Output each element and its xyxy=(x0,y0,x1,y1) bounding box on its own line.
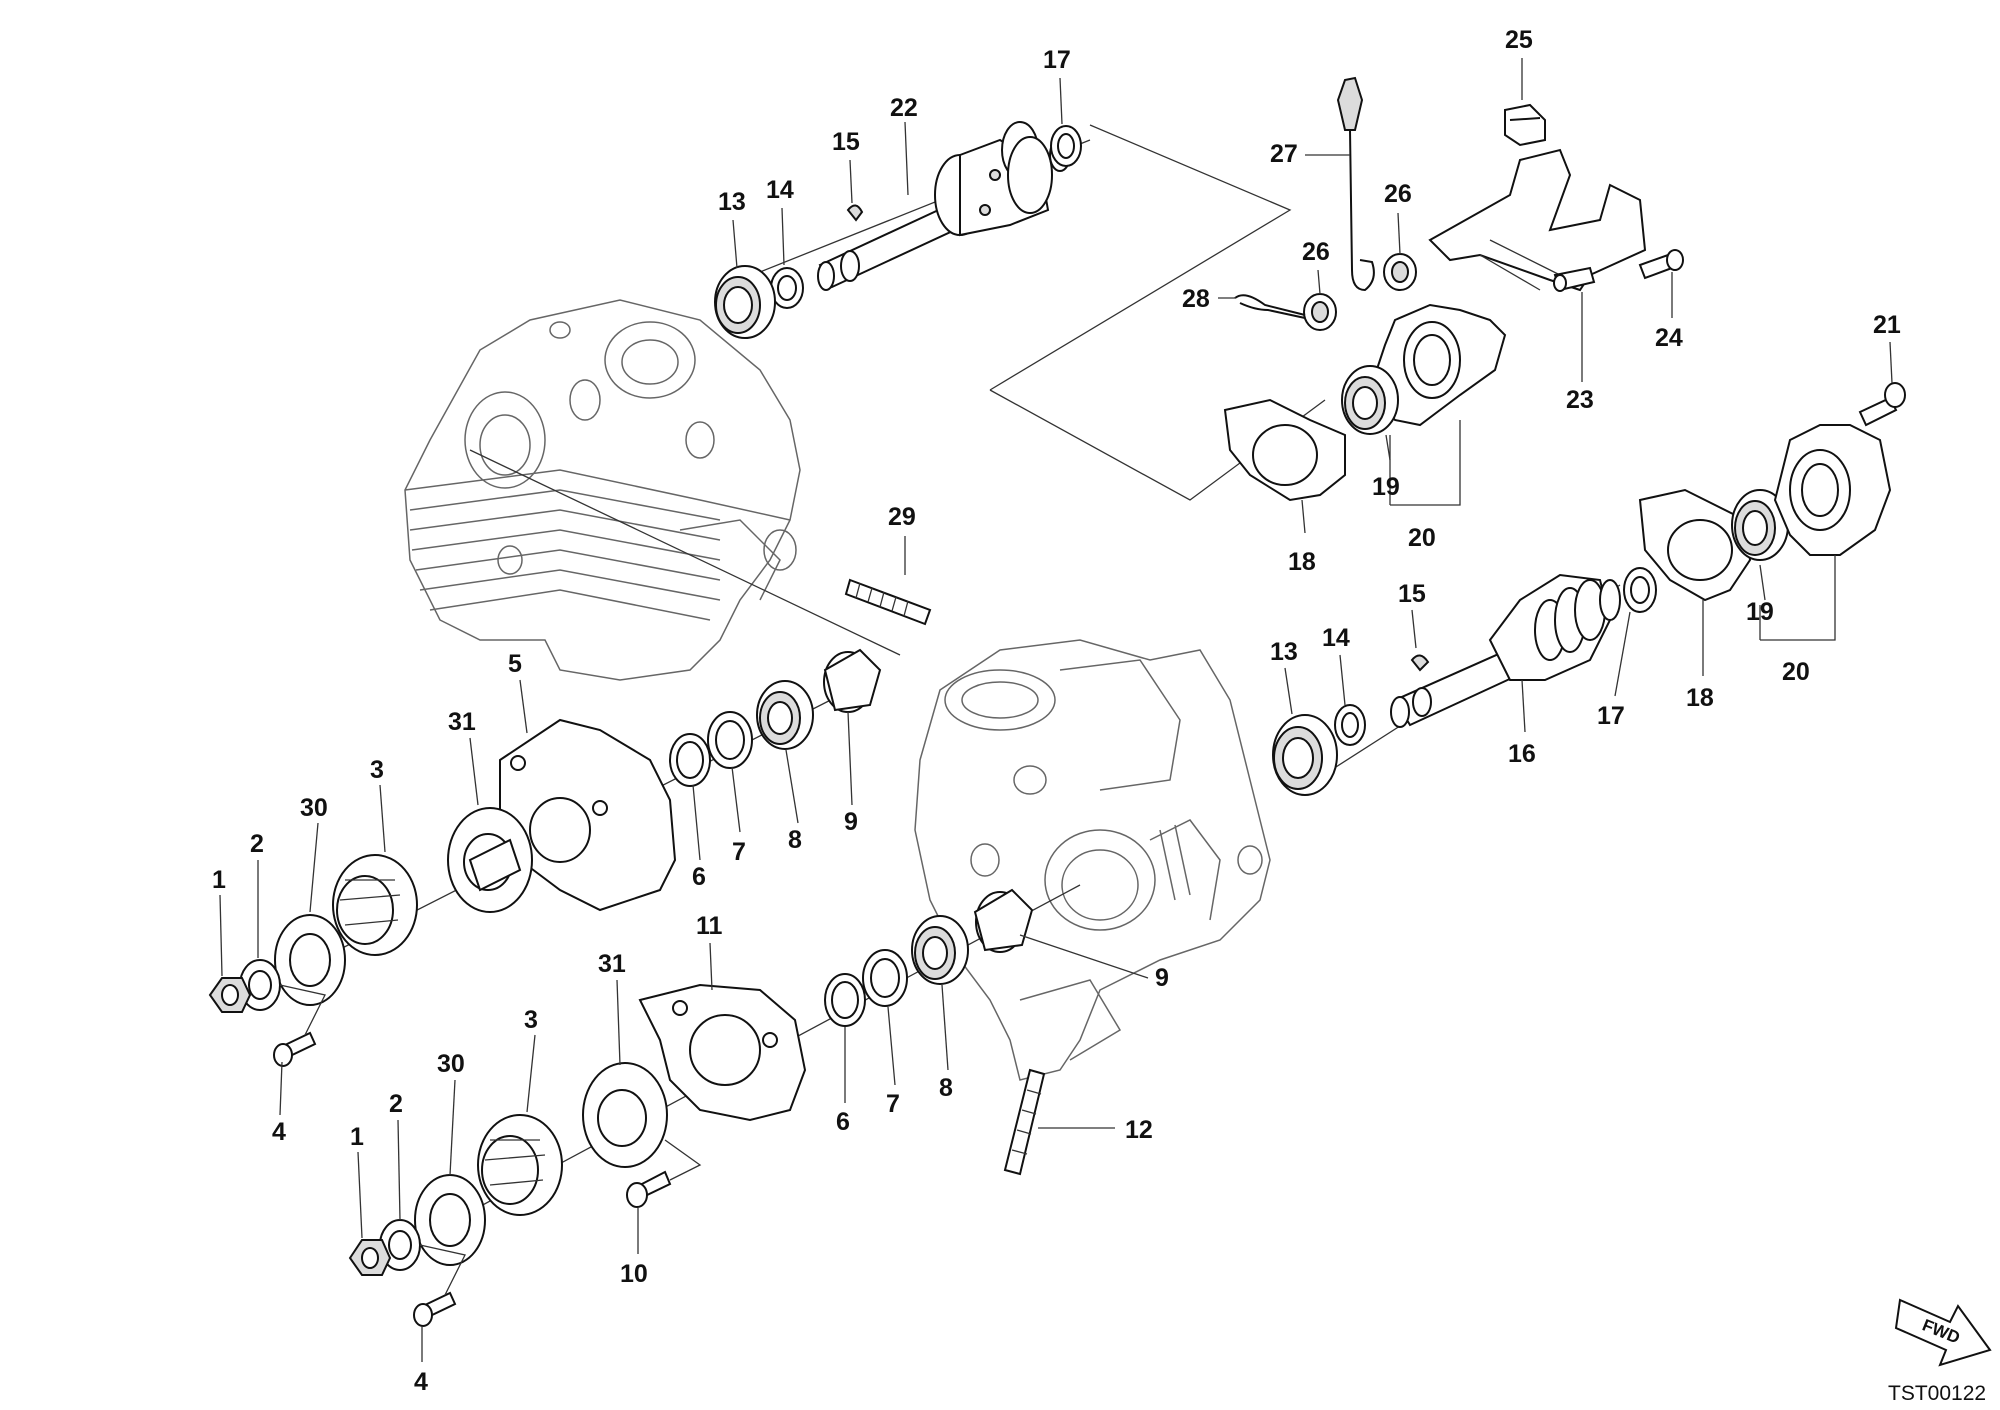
middle-camshaft-assembly xyxy=(1272,382,1906,796)
callout-1-upper: 1 xyxy=(212,866,226,894)
callout-14-top: 14 xyxy=(766,176,794,204)
callout-6-upper: 6 xyxy=(692,863,706,891)
top-camshaft-assembly xyxy=(714,121,1091,339)
callout-labels: 17 22 15 14 13 25 27 26 26 28 24 23 21 1… xyxy=(212,26,1901,1396)
callout-9-upper: 9 xyxy=(844,808,858,836)
callout-15-top: 15 xyxy=(832,128,860,156)
callout-9-lower: 9 xyxy=(1155,964,1169,992)
callout-6-lower: 6 xyxy=(836,1108,850,1136)
callout-15-mid: 15 xyxy=(1398,580,1426,608)
callout-16: 16 xyxy=(1508,740,1536,768)
callout-10: 10 xyxy=(620,1260,648,1288)
callout-3-lower: 3 xyxy=(524,1006,538,1034)
callout-22: 22 xyxy=(890,94,918,122)
callout-12: 12 xyxy=(1125,1116,1153,1144)
stud-29-illustration xyxy=(844,578,932,626)
callout-13-top: 13 xyxy=(718,188,746,216)
callout-11: 11 xyxy=(696,912,723,940)
callout-29: 29 xyxy=(888,503,916,531)
callout-24: 24 xyxy=(1655,324,1683,352)
fwd-arrow: FWD xyxy=(1894,1298,1992,1367)
callout-5: 5 xyxy=(508,650,522,678)
callout-19-mid: 19 xyxy=(1746,598,1774,626)
callout-25: 25 xyxy=(1505,26,1533,54)
callout-26-b: 26 xyxy=(1302,238,1330,266)
callout-2-lower: 2 xyxy=(389,1090,403,1118)
callout-2-upper: 2 xyxy=(250,830,264,858)
callout-3-upper: 3 xyxy=(370,756,384,784)
crankcase-illustration xyxy=(914,639,1271,1081)
callout-8-upper: 8 xyxy=(788,826,802,854)
callout-18-mid: 18 xyxy=(1686,684,1714,712)
callout-18-top: 18 xyxy=(1288,548,1316,576)
callout-30-upper: 30 xyxy=(300,794,328,822)
callout-14-mid: 14 xyxy=(1322,624,1350,652)
cylinder-head-illustration xyxy=(404,299,801,681)
upper-drive-assembly xyxy=(208,449,901,1067)
callout-23: 23 xyxy=(1566,386,1594,414)
callout-4-upper: 4 xyxy=(272,1118,286,1146)
callout-27: 27 xyxy=(1270,140,1298,168)
callout-13-mid: 13 xyxy=(1270,638,1298,666)
callout-1-lower: 1 xyxy=(350,1123,364,1151)
callout-31-lower: 31 xyxy=(598,950,626,978)
leader-lines xyxy=(219,58,1893,1362)
callout-20-mid: 20 xyxy=(1782,658,1810,686)
callout-28: 28 xyxy=(1182,285,1210,313)
callout-17-top: 17 xyxy=(1043,46,1071,74)
callout-31-upper: 31 xyxy=(448,708,476,736)
document-id: TST00122 xyxy=(1888,1382,1986,1405)
callout-17-mid: 17 xyxy=(1597,702,1625,730)
callout-30-lower: 30 xyxy=(437,1050,465,1078)
callout-7-upper: 7 xyxy=(732,838,746,866)
callout-8-lower: 8 xyxy=(939,1074,953,1102)
callout-4-lower: 4 xyxy=(414,1368,428,1396)
lower-drive-assembly xyxy=(348,884,1081,1327)
callout-20-top: 20 xyxy=(1408,524,1436,552)
callout-21: 21 xyxy=(1873,311,1901,339)
callout-26-a: 26 xyxy=(1384,180,1412,208)
tacho-drive-assembly xyxy=(989,76,1684,502)
callout-7-lower: 7 xyxy=(886,1090,900,1118)
callout-19-top: 19 xyxy=(1372,473,1400,501)
